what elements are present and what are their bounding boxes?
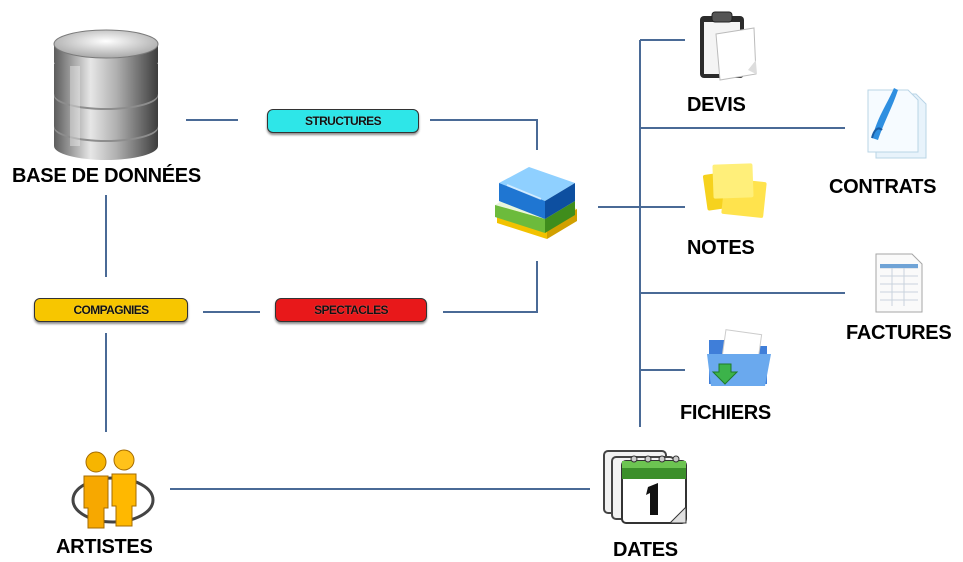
dates-label: DATES	[613, 539, 678, 561]
database-label: BASE DE DONNÉES	[12, 165, 201, 187]
spreadsheet-icon	[875, 253, 923, 313]
structures-tag: STRUCTURES	[267, 109, 419, 133]
artists-icon	[71, 449, 155, 529]
fichiers-label: FICHIERS	[680, 402, 771, 424]
notes-label: NOTES	[687, 237, 755, 259]
books-icon	[495, 167, 577, 239]
artistes-label: ARTISTES	[56, 536, 153, 558]
factures-label: FACTURES	[846, 322, 952, 344]
compagnies-tag: COMPAGNIES	[34, 298, 188, 322]
sticky-notes-icon	[702, 163, 767, 218]
folder-download-icon	[707, 329, 771, 386]
spectacles-tag: SPECTACLES	[275, 298, 427, 322]
connector-structures-books	[430, 119, 538, 150]
calendar-icon	[603, 450, 687, 524]
connector-spectacles-books	[443, 261, 538, 313]
devis-label: DEVIS	[687, 94, 746, 116]
database-icon	[53, 29, 159, 160]
contract-icon	[867, 88, 927, 159]
clipboard-icon	[700, 11, 757, 81]
contrats-label: CONTRATS	[829, 176, 937, 198]
